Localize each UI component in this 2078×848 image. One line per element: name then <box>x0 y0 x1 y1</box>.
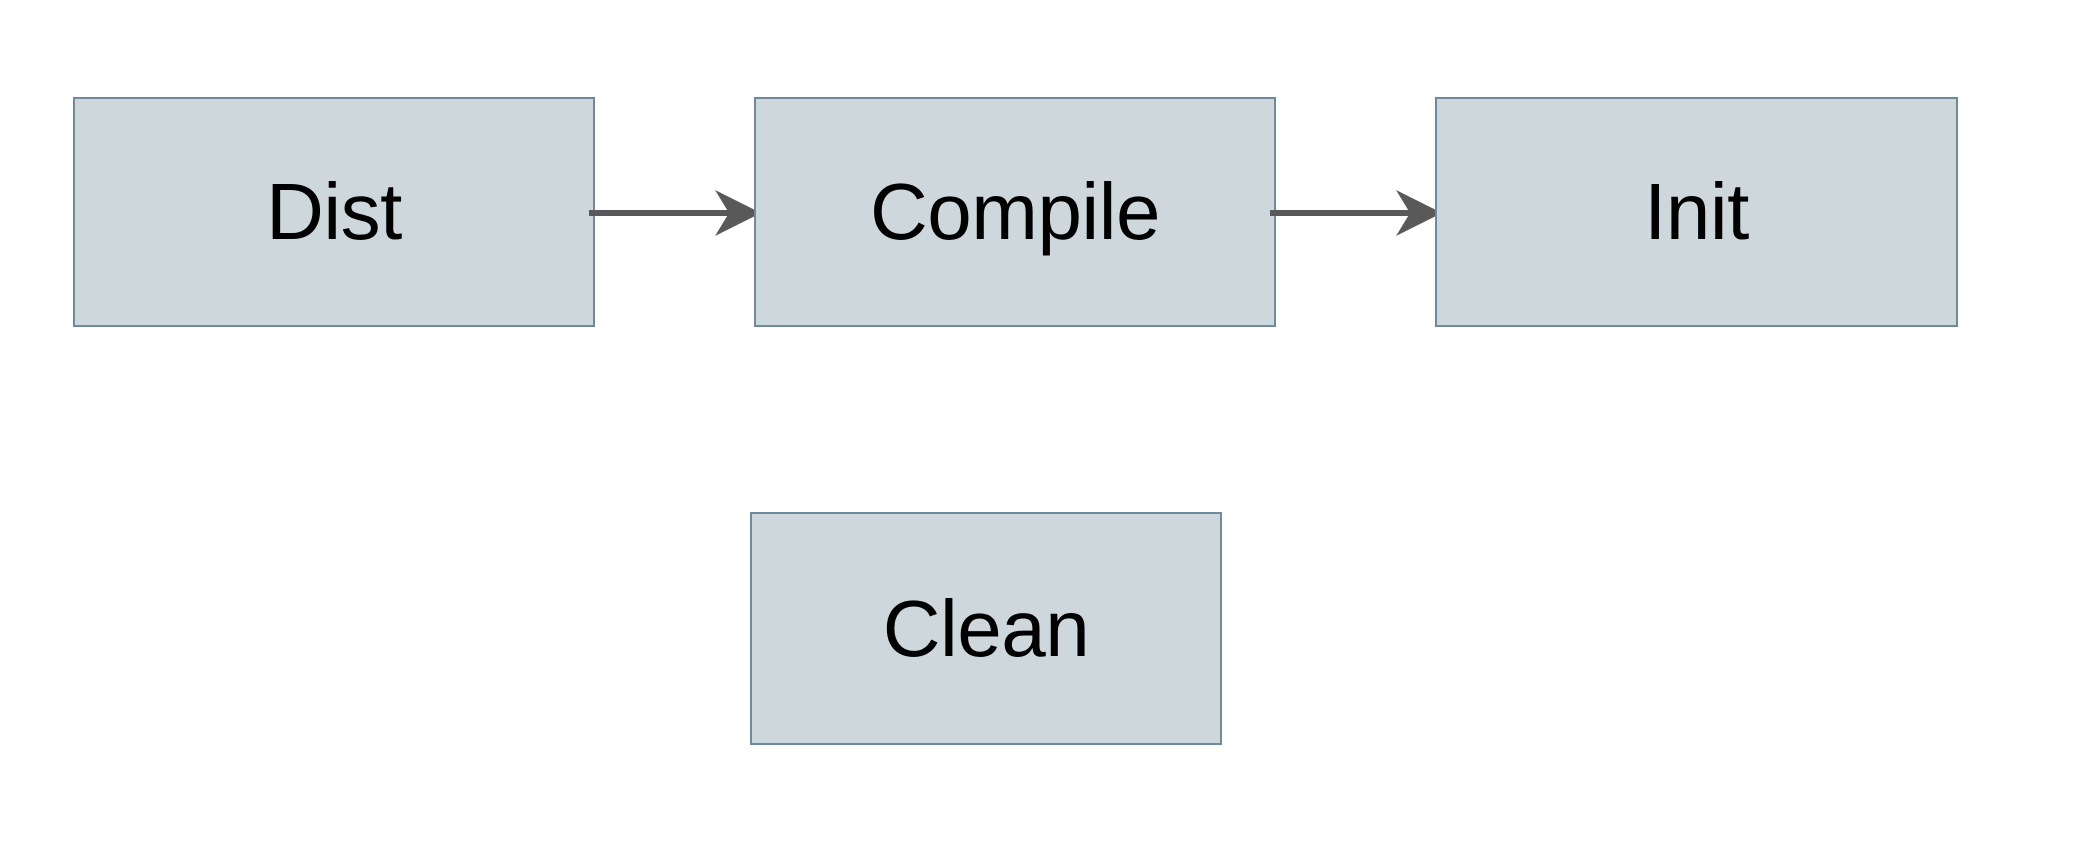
node-dist[interactable]: Dist <box>73 97 595 327</box>
node-init-label: Init <box>1644 167 1749 256</box>
edge-dist-to-compile-arrowhead-icon <box>715 190 761 236</box>
node-clean[interactable]: Clean <box>750 512 1222 745</box>
node-compile-label: Compile <box>870 167 1160 256</box>
node-clean-label: Clean <box>882 583 1090 673</box>
edge-compile-to-init[interactable] <box>1270 182 1442 244</box>
node-init[interactable]: Init <box>1435 97 1958 327</box>
edge-dist-to-compile[interactable] <box>589 182 761 244</box>
edge-compile-to-init-arrowhead-icon <box>1396 190 1442 236</box>
node-compile[interactable]: Compile <box>754 97 1276 327</box>
node-dist-label: Dist <box>266 167 402 256</box>
